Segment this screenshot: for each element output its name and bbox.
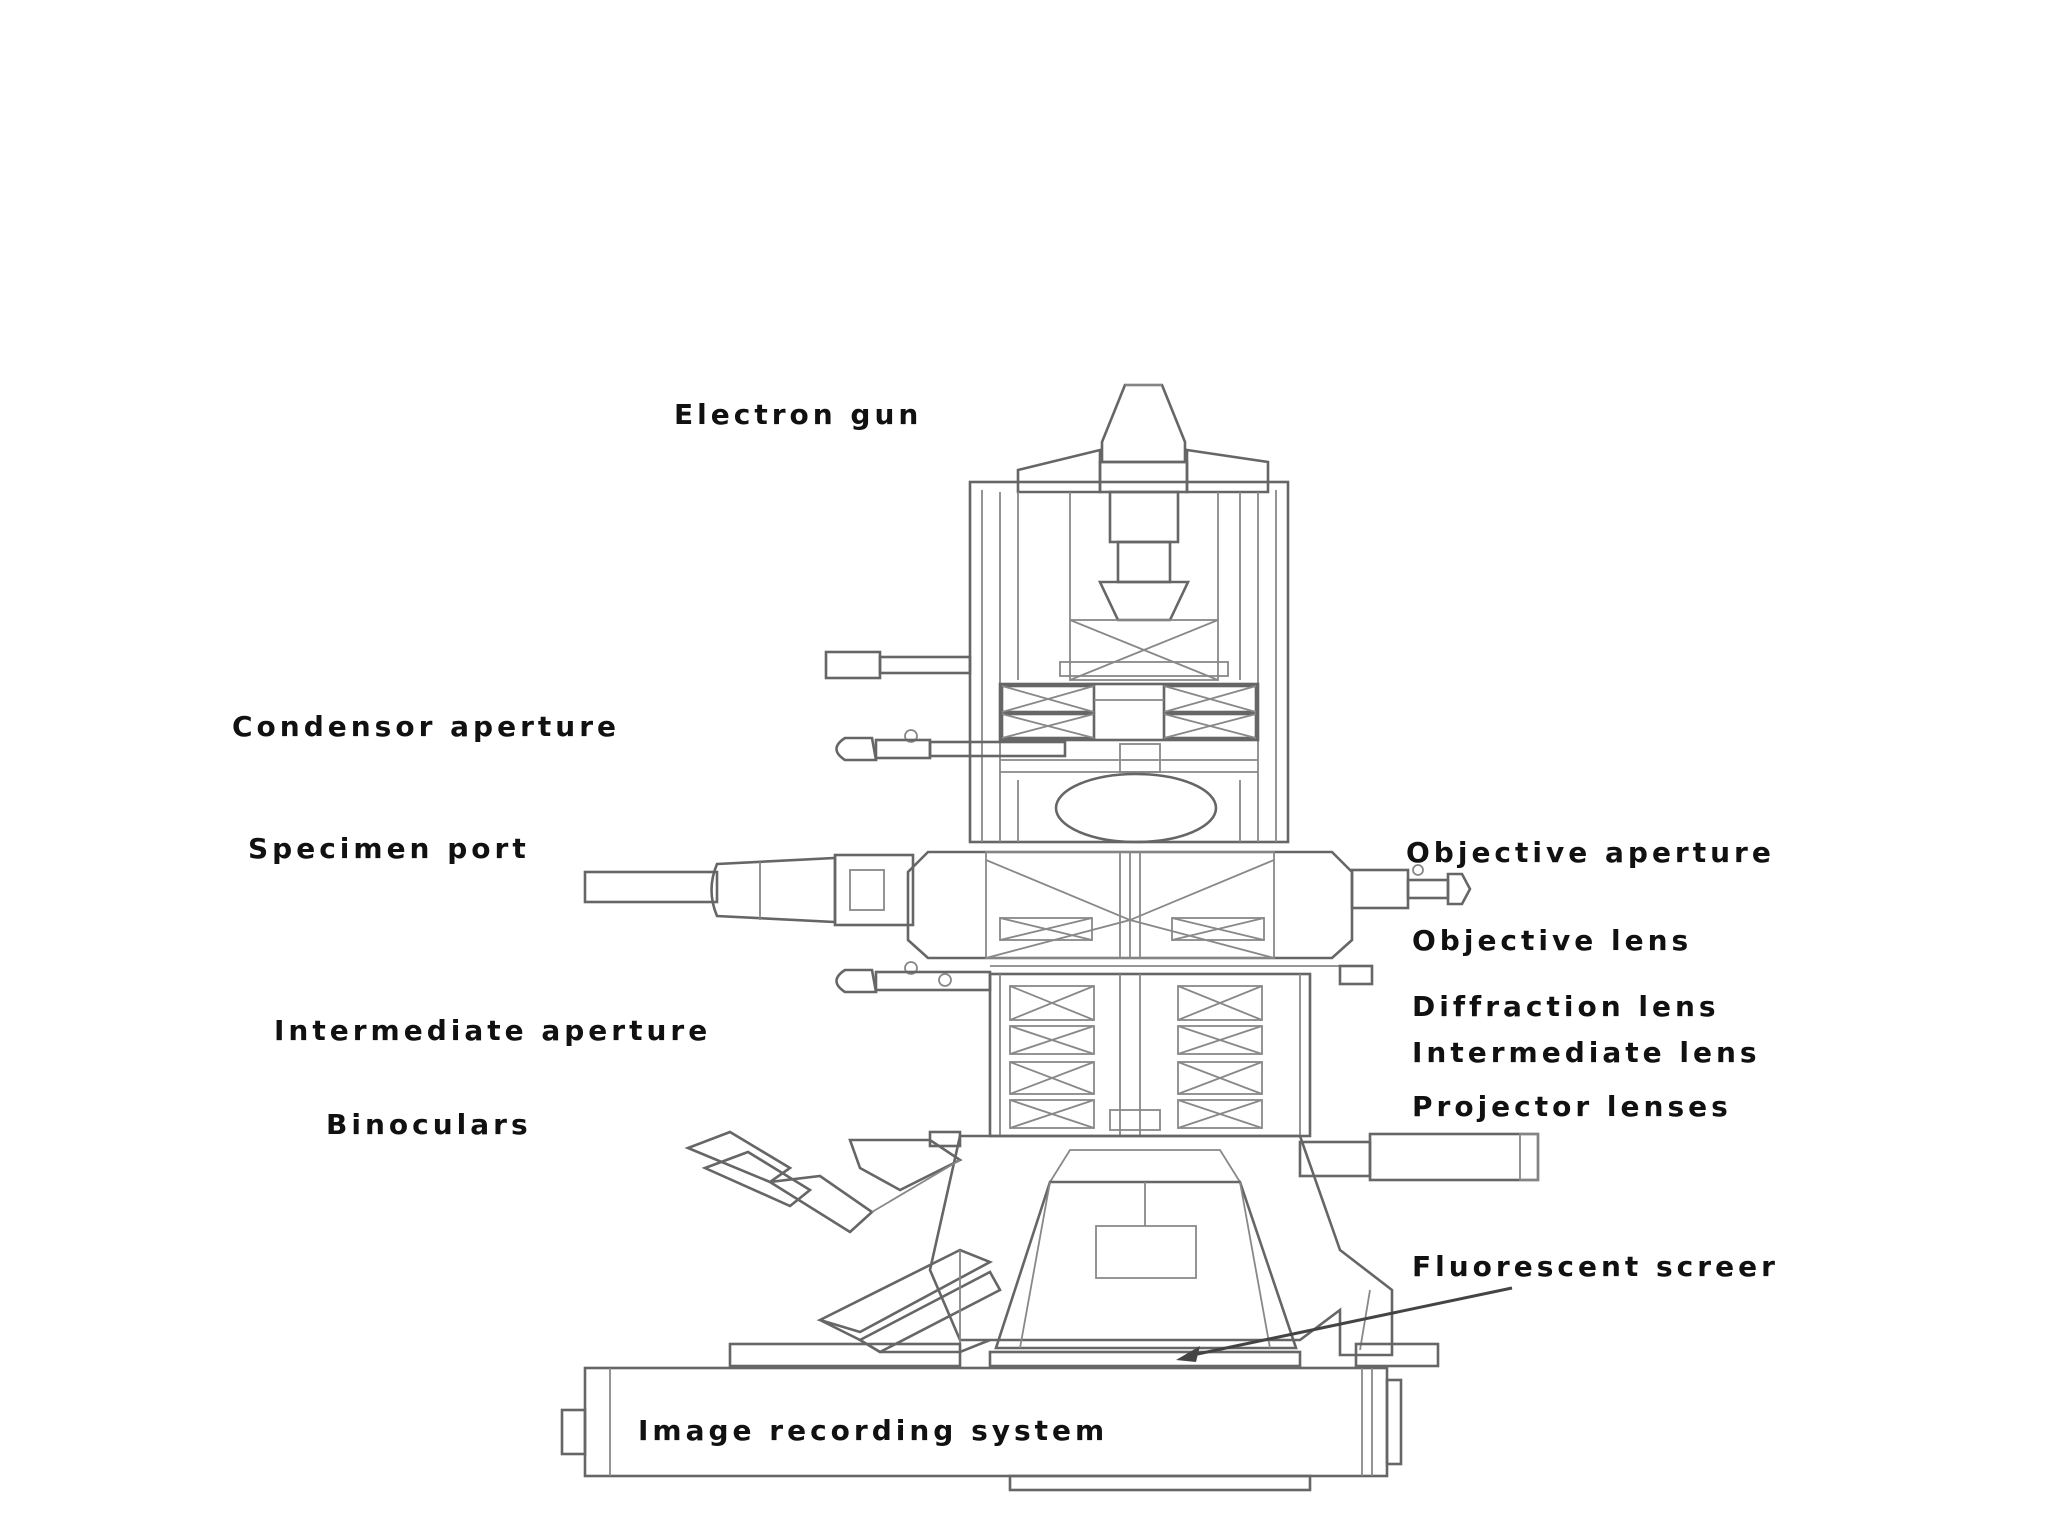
- image-recording-system: [560, 1366, 1403, 1492]
- intermediate-aperture-mechanism: [835, 961, 1374, 994]
- electron-gun: [1016, 383, 1270, 622]
- specimen-port: [583, 853, 915, 927]
- viewing-chamber: [928, 1132, 1540, 1357]
- label-objective-lens: Objective lens: [1412, 924, 1692, 957]
- label-intermediate-lens: Intermediate lens: [1412, 1036, 1761, 1069]
- condenser-lenses: [998, 682, 1260, 742]
- base-platform: [728, 1342, 1440, 1368]
- objective-section: [906, 850, 1354, 960]
- label-binoculars: Binoculars: [326, 1108, 532, 1141]
- lens-stack: [988, 972, 1312, 1138]
- binoculars: [684, 1130, 1002, 1354]
- label-projector-lenses: Projector lenses: [1412, 1090, 1732, 1123]
- label-electron-gun: Electron gun: [674, 398, 922, 431]
- upper-column: [824, 480, 1290, 844]
- label-fluorescent-screen: Fluorescent screer: [1412, 1250, 1779, 1283]
- label-image-recording-system: Image recording system: [638, 1414, 1108, 1447]
- condenser-aperture-mechanism: [835, 729, 1258, 773]
- label-condensor-aperture: Condensor aperture: [232, 710, 620, 743]
- label-diffraction-lens: Diffraction lens: [1412, 990, 1720, 1023]
- condenser-minilens: [1017, 772, 1241, 844]
- label-objective-aperture: Objective aperture: [1406, 836, 1775, 869]
- fluorescent-screen-leader: [1176, 1286, 1513, 1362]
- label-specimen-port: Specimen port: [248, 832, 530, 865]
- label-intermediate-aperture: Intermediate aperture: [274, 1014, 711, 1047]
- objective-aperture-mechanism: [1350, 864, 1472, 910]
